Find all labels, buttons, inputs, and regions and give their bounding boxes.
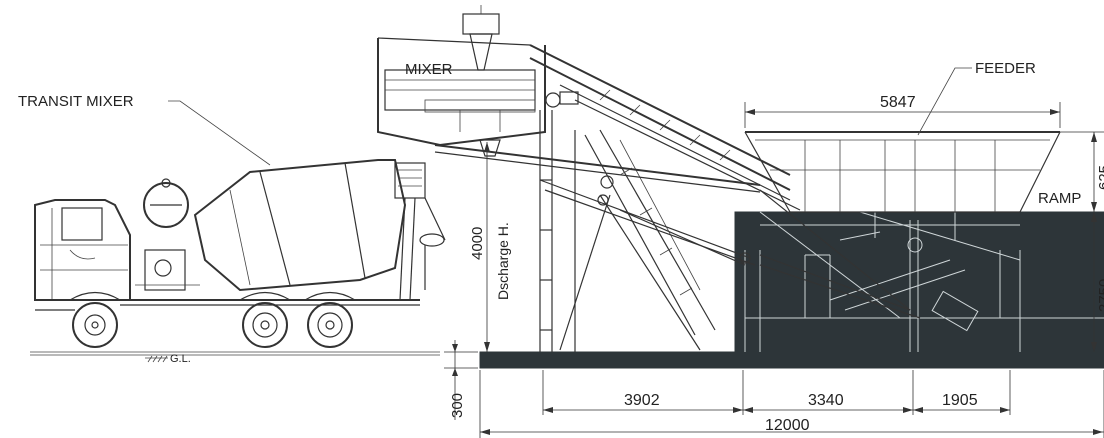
feeder-label: FEEDER	[975, 60, 1036, 77]
right-vertical-dimensions	[1060, 131, 1104, 352]
discharge-height-label: Dscharge H.	[495, 222, 511, 300]
feeder-leader	[917, 67, 972, 136]
foundation-slab	[479, 351, 1104, 369]
front-wheel	[72, 302, 118, 348]
ramp-label: RAMP	[1038, 190, 1081, 207]
ground-level-label: G.L.	[170, 353, 191, 365]
conveyor-frame	[434, 44, 921, 352]
feeder-width-value: 5847	[880, 94, 916, 111]
rear-wheel-2	[307, 302, 353, 348]
base-height-value: 300	[449, 393, 466, 418]
transit-mixer-leader	[168, 100, 271, 166]
ramp-height-value: 2750	[1096, 279, 1104, 312]
dimension-3902: 3902	[624, 392, 660, 409]
base-height-dimension	[444, 340, 478, 420]
rear-wheel-1	[242, 302, 288, 348]
horizontal-dimensions	[479, 370, 1104, 438]
mixer-unit	[377, 5, 579, 157]
feeder-width-dimension	[744, 102, 1061, 128]
ground-line	[30, 351, 440, 363]
dimension-1905: 1905	[942, 392, 978, 409]
discharge-height-value: 4000	[469, 227, 486, 260]
discharge-height-dimension	[484, 142, 490, 352]
feeder-height-value: 625	[1096, 165, 1104, 190]
feeder-hopper	[744, 131, 1061, 213]
ramp-block	[734, 211, 1104, 353]
transit-mixer-label: TRANSIT MIXER	[18, 93, 134, 110]
mixer-label: MIXER	[405, 61, 453, 78]
dimension-3340: 3340	[808, 392, 844, 409]
transit-mixer-truck	[34, 159, 446, 348]
dimension-12000: 12000	[765, 417, 810, 434]
